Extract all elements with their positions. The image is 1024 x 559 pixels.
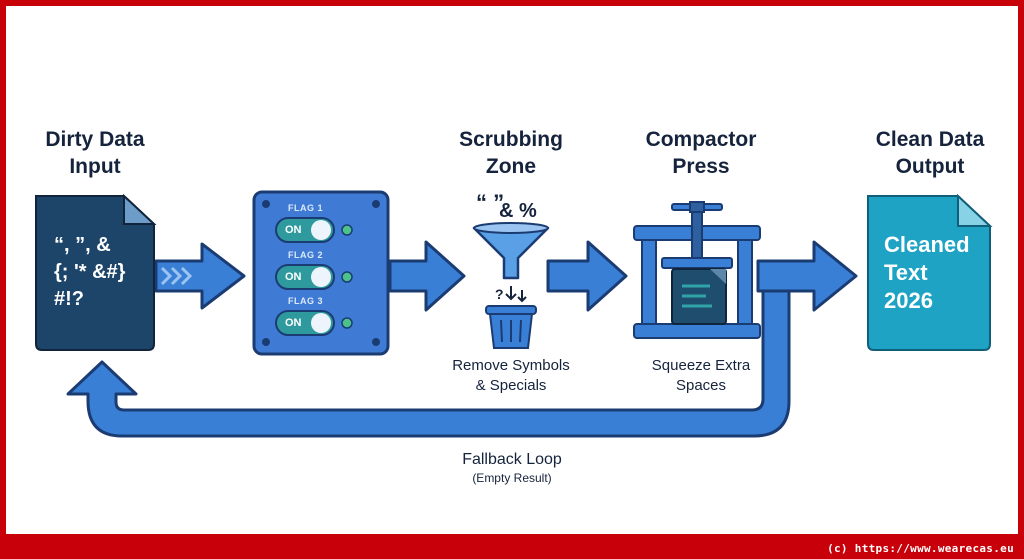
title-line: Compactor <box>645 128 757 151</box>
diagram-canvas: Dirty Data Input Scrubbing Zone Compacto… <box>6 6 1018 534</box>
toggle-label-2: ON <box>285 271 302 283</box>
clean-data-text: Cleaned Text 2026 <box>884 231 970 315</box>
title-compactor-press: Compactor Press <box>611 126 791 180</box>
title-line: Output <box>895 155 965 178</box>
caption-line: Remove Symbols <box>452 357 570 374</box>
toggle-flag-1[interactable] <box>275 217 335 243</box>
flow-diagram <box>35 190 993 438</box>
flag-label-1: FLAG 1 <box>288 203 324 213</box>
footer-credit: (c) https://www.wearecas.eu <box>827 542 1014 555</box>
dirty-data-text: “, ”, & {; '* &#} #!? <box>54 234 126 310</box>
caption-line: Squeeze Extra <box>651 357 751 374</box>
caption-scrub: Remove Symbols & Specials <box>421 356 601 396</box>
funnel-icon <box>472 222 550 280</box>
title-line: Zone <box>485 155 537 178</box>
clean-document-icon <box>867 193 993 351</box>
fallback-loop-arrow <box>66 289 791 438</box>
caption-line: & Specials <box>475 377 547 394</box>
chevron-icon <box>180 266 193 286</box>
status-led-1 <box>341 224 353 236</box>
output-line: 2026 <box>884 288 933 313</box>
title-scrubbing-zone: Scrubbing Zone <box>421 126 601 180</box>
symbols-quotes: “ ” <box>476 190 505 215</box>
symbols-drip: ? <box>495 286 504 302</box>
title-line: Input <box>69 155 121 178</box>
dirty-document-icon <box>35 193 157 351</box>
chevron-icon <box>170 266 183 286</box>
compactor-press-icon <box>633 201 761 339</box>
flag-label-2: FLAG 2 <box>288 250 324 260</box>
output-line: Cleaned <box>884 232 970 257</box>
title-line: Scrubbing <box>459 128 563 151</box>
flag-label-3: FLAG 3 <box>288 296 324 306</box>
toggle-label-1: ON <box>285 224 302 236</box>
toggle-flag-3[interactable] <box>275 310 335 336</box>
title-line: Press <box>672 155 730 178</box>
title-line: Clean Data <box>875 128 985 151</box>
arrow-scrub-to-press <box>546 240 628 312</box>
chevron-icon <box>160 266 173 286</box>
arrow-switches-to-scrub <box>388 240 466 312</box>
output-line: Text <box>884 260 928 285</box>
status-led-2 <box>341 271 353 283</box>
fallback-loop-sublabel: (Empty Result) <box>472 471 552 485</box>
arrow-press-to-output <box>756 240 858 312</box>
title-line: Dirty Data <box>45 128 145 151</box>
trash-bin-icon <box>485 305 537 349</box>
caption-press: Squeeze Extra Spaces <box>611 356 791 396</box>
status-led-3 <box>341 317 353 329</box>
toggle-label-3: ON <box>285 317 302 329</box>
symbols-amp-percent: & % <box>499 200 537 222</box>
caption-line: Spaces <box>675 377 727 394</box>
down-arrows-icon <box>505 286 527 303</box>
arrow-input-to-switches <box>154 242 246 310</box>
fallback-loop-label: Fallback Loop <box>462 451 562 468</box>
toggle-flag-2[interactable] <box>275 264 335 290</box>
title-clean-data-output: Clean Data Output <box>840 126 1020 180</box>
title-dirty-data-input: Dirty Data Input <box>5 126 185 180</box>
